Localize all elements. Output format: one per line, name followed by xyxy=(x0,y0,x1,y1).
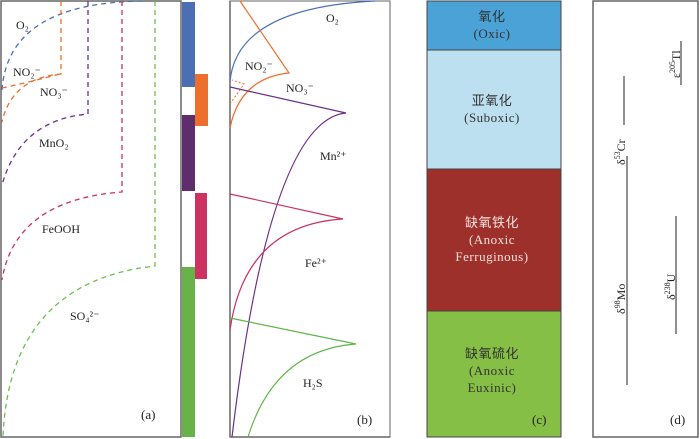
panel-d: δ53Cr ε205Tl δ98Mo δ238U (d) xyxy=(592,0,699,438)
label-a-feooh: FeOOH xyxy=(42,222,80,236)
proxy-symbol: δ xyxy=(664,294,678,300)
zone-euxinic xyxy=(426,310,562,438)
zone-ferruginous-cn: 缺氧铁化 xyxy=(464,215,519,230)
zone-euxinic-en2: Euxinic) xyxy=(467,380,517,395)
label-a-so4: SO₄²⁻ xyxy=(70,309,99,323)
bar-no xyxy=(195,74,208,126)
proxy-mass: 98 xyxy=(613,300,622,308)
zone-oxic-cn: 氧化 xyxy=(478,9,506,24)
label-a-no2: NO₂⁻ xyxy=(13,65,41,79)
panel-d-frame xyxy=(592,0,699,438)
bar-mn xyxy=(182,115,195,191)
panel-c-tag: (c) xyxy=(532,412,546,427)
proxy-symbol: δ xyxy=(614,308,628,314)
proxy-symbol: δ xyxy=(614,159,628,165)
panel-b: O₂ NO₂⁻ NO₃⁻ Mn²⁺ Fe²⁺ H₂S (b) xyxy=(229,0,391,438)
panel-b-tag: (b) xyxy=(357,412,372,427)
no-dashed-segment xyxy=(229,79,245,105)
zone-suboxic xyxy=(426,49,562,170)
o2-curve xyxy=(229,0,376,83)
bar-o2 xyxy=(182,2,195,87)
panel-d-tag: (d) xyxy=(670,412,685,427)
panel-a: O₂ NO₂⁻ NO₃⁻ MnO₂ FeOOH SO₄²⁻ (a) xyxy=(0,0,182,438)
label-u: δ238U xyxy=(663,273,678,300)
proxy-mass: 205 xyxy=(668,61,677,73)
label-tl: ε205Tl xyxy=(668,50,683,78)
zone-oxic xyxy=(426,0,562,51)
zone-label-ferruginous: 缺氧铁化 (Anoxic Ferruginous) xyxy=(424,214,560,265)
feooh-dashed-curve xyxy=(1,1,123,281)
label-a-no3: NO₃⁻ xyxy=(40,85,68,99)
proxy-element: U xyxy=(664,273,678,282)
proxy-symbol: ε xyxy=(669,73,683,78)
zone-suboxic-en: (Suboxic) xyxy=(464,110,520,125)
label-b-no2: NO₂⁻ xyxy=(245,59,273,73)
label-b-h2s: H₂S xyxy=(303,376,323,390)
proxy-mass: 53 xyxy=(613,151,622,159)
zone-oxic-en: (Oxic) xyxy=(473,26,511,41)
mno2-dashed-curve xyxy=(1,1,89,186)
zone-label-suboxic: 亚氧化 (Suboxic) xyxy=(424,92,560,126)
panel-b-frame xyxy=(229,0,391,438)
label-b-fe: Fe²⁺ xyxy=(305,256,327,270)
bar-fe xyxy=(195,193,207,279)
bar-s xyxy=(182,267,195,437)
label-a-o2: O₂ xyxy=(16,18,29,32)
zone-suboxic-cn: 亚氧化 xyxy=(471,93,513,108)
zone-ferruginous-en1: (Anoxic xyxy=(468,232,516,247)
so4-dashed-curve xyxy=(2,1,156,437)
mn-curve xyxy=(229,86,347,438)
proxy-element: Cr xyxy=(614,139,628,151)
zone-label-euxinic: 缺氧硫化 (Anoxic Euxinic) xyxy=(424,345,560,396)
label-b-mn: Mn²⁺ xyxy=(320,149,347,163)
panel-c: (c) xyxy=(426,0,562,438)
panel-a-tag: (a) xyxy=(141,407,155,422)
panel-a-frame xyxy=(0,0,182,438)
zone-label-oxic: 氧化 (Oxic) xyxy=(424,8,560,42)
proxy-element: Mo xyxy=(614,284,628,301)
proxy-mass: 238 xyxy=(663,282,672,294)
proxy-element: Tl xyxy=(669,50,683,61)
no2-dashed-curve xyxy=(1,1,62,123)
zone-bars xyxy=(182,2,208,437)
label-b-o2: O₂ xyxy=(326,11,339,25)
zone-ferruginous-en2: Ferruginous) xyxy=(455,249,529,264)
zone-ferruginous xyxy=(426,168,562,312)
zone-euxinic-en1: (Anoxic xyxy=(468,363,516,378)
fe-curve xyxy=(229,193,344,331)
no2-no3-curve xyxy=(229,0,291,129)
zone-euxinic-cn: 缺氧硫化 xyxy=(464,346,519,361)
label-a-mno2: MnO₂ xyxy=(39,136,69,150)
no3-dashed-curve xyxy=(1,73,61,89)
o2-dashed-curve xyxy=(1,0,146,91)
label-cr: δ53Cr xyxy=(613,139,628,165)
label-b-no3: NO₃⁻ xyxy=(286,81,314,95)
h2s-curve xyxy=(229,317,357,438)
label-mo: δ98Mo xyxy=(613,284,628,314)
